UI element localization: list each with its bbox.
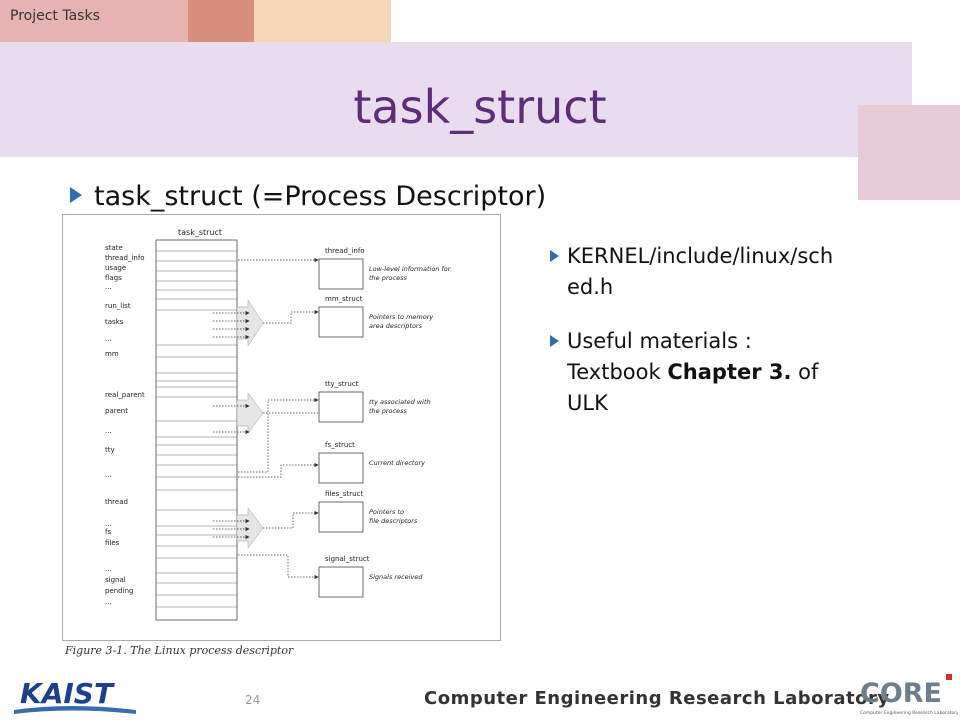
field-label: usage bbox=[105, 264, 126, 272]
target-struct-name: signal_struct bbox=[325, 555, 370, 563]
bullet-arrow-icon bbox=[70, 186, 82, 203]
decor-square-pink bbox=[858, 105, 960, 200]
target-description: Current directory bbox=[369, 459, 425, 467]
field-label: tty bbox=[105, 446, 115, 454]
core-logo-text: CORE bbox=[860, 678, 942, 709]
files-arrow-shape bbox=[236, 507, 264, 549]
bullet-arrow-icon bbox=[550, 335, 559, 347]
figure-caption: Figure 3-1. The Linux process descriptor bbox=[65, 644, 294, 657]
target-description: the process bbox=[369, 274, 407, 282]
struct-name-label: task_struct bbox=[178, 228, 222, 237]
target-struct-box bbox=[318, 452, 364, 484]
field-label: run_list bbox=[105, 302, 131, 310]
target-description: the process bbox=[369, 407, 407, 415]
target-struct-box bbox=[318, 566, 364, 598]
field-label: tasks bbox=[105, 318, 124, 326]
field-label: files bbox=[105, 539, 120, 547]
kaist-logo-text: KAIST bbox=[20, 677, 115, 710]
field-label: mm bbox=[105, 350, 119, 358]
field-label: ... bbox=[105, 471, 112, 479]
right-bullet-2: Useful materials :Textbook Chapter 3. of… bbox=[550, 326, 907, 419]
target-struct-box bbox=[318, 391, 364, 423]
core-logo-subtext: Computer Engineering Research Laboratory bbox=[860, 710, 958, 716]
target-description: Signals received bbox=[369, 573, 423, 581]
target-description: tty associated with bbox=[369, 398, 431, 406]
target-struct-name: mm_struct bbox=[325, 295, 363, 303]
field-label: ... bbox=[105, 335, 112, 343]
target-description: Low-level information for bbox=[369, 265, 452, 273]
field-label: thread_info bbox=[105, 254, 145, 262]
task-struct-box bbox=[155, 239, 238, 621]
field-label: signal bbox=[105, 576, 126, 584]
field-label: fs bbox=[105, 528, 111, 536]
kaist-logo: KAIST bbox=[10, 672, 140, 718]
target-struct-name: tty_struct bbox=[325, 380, 359, 388]
target-struct-name: files_struct bbox=[325, 490, 363, 498]
field-label: ... bbox=[105, 520, 112, 528]
slide-title: task_struct bbox=[353, 80, 607, 134]
field-label: state bbox=[105, 244, 123, 252]
bullet-arrow-icon bbox=[550, 250, 559, 262]
field-label: ... bbox=[105, 283, 112, 291]
core-logo: CORE Computer Engineering Research Labor… bbox=[858, 672, 959, 718]
field-label: real_parent bbox=[105, 391, 145, 399]
field-label: pending bbox=[105, 587, 133, 595]
title-band bbox=[0, 42, 912, 157]
target-description: Pointers to memory bbox=[369, 313, 433, 321]
target-struct-name: fs_struct bbox=[325, 441, 355, 449]
field-label: thread bbox=[105, 498, 128, 506]
right-bullet-2-text: Useful materials :Textbook Chapter 3. of… bbox=[567, 329, 819, 415]
lab-name: Computer Engineering Research Laboratory bbox=[424, 688, 890, 709]
field-label: ... bbox=[105, 565, 112, 573]
field-label: parent bbox=[105, 407, 128, 415]
target-struct-box bbox=[318, 501, 364, 533]
main-bullet: task_struct (=Process Descriptor) bbox=[70, 181, 546, 212]
target-struct-name: thread_info bbox=[325, 247, 365, 255]
field-label: flags bbox=[105, 274, 122, 282]
section-label: Project Tasks bbox=[10, 8, 100, 24]
target-struct-box bbox=[318, 306, 364, 338]
target-description: area descriptors bbox=[369, 322, 423, 330]
field-label: ... bbox=[105, 598, 112, 606]
target-struct-box bbox=[318, 258, 364, 290]
page-number: 24 bbox=[245, 693, 261, 707]
field-label: ... bbox=[105, 427, 112, 435]
mm-arrow-shape bbox=[236, 299, 264, 347]
target-description: file descriptors bbox=[369, 517, 418, 525]
parent-arrow-shape bbox=[236, 392, 264, 434]
target-description: Pointers to bbox=[369, 508, 404, 516]
main-bullet-text: task_struct (=Process Descriptor) bbox=[94, 181, 547, 212]
